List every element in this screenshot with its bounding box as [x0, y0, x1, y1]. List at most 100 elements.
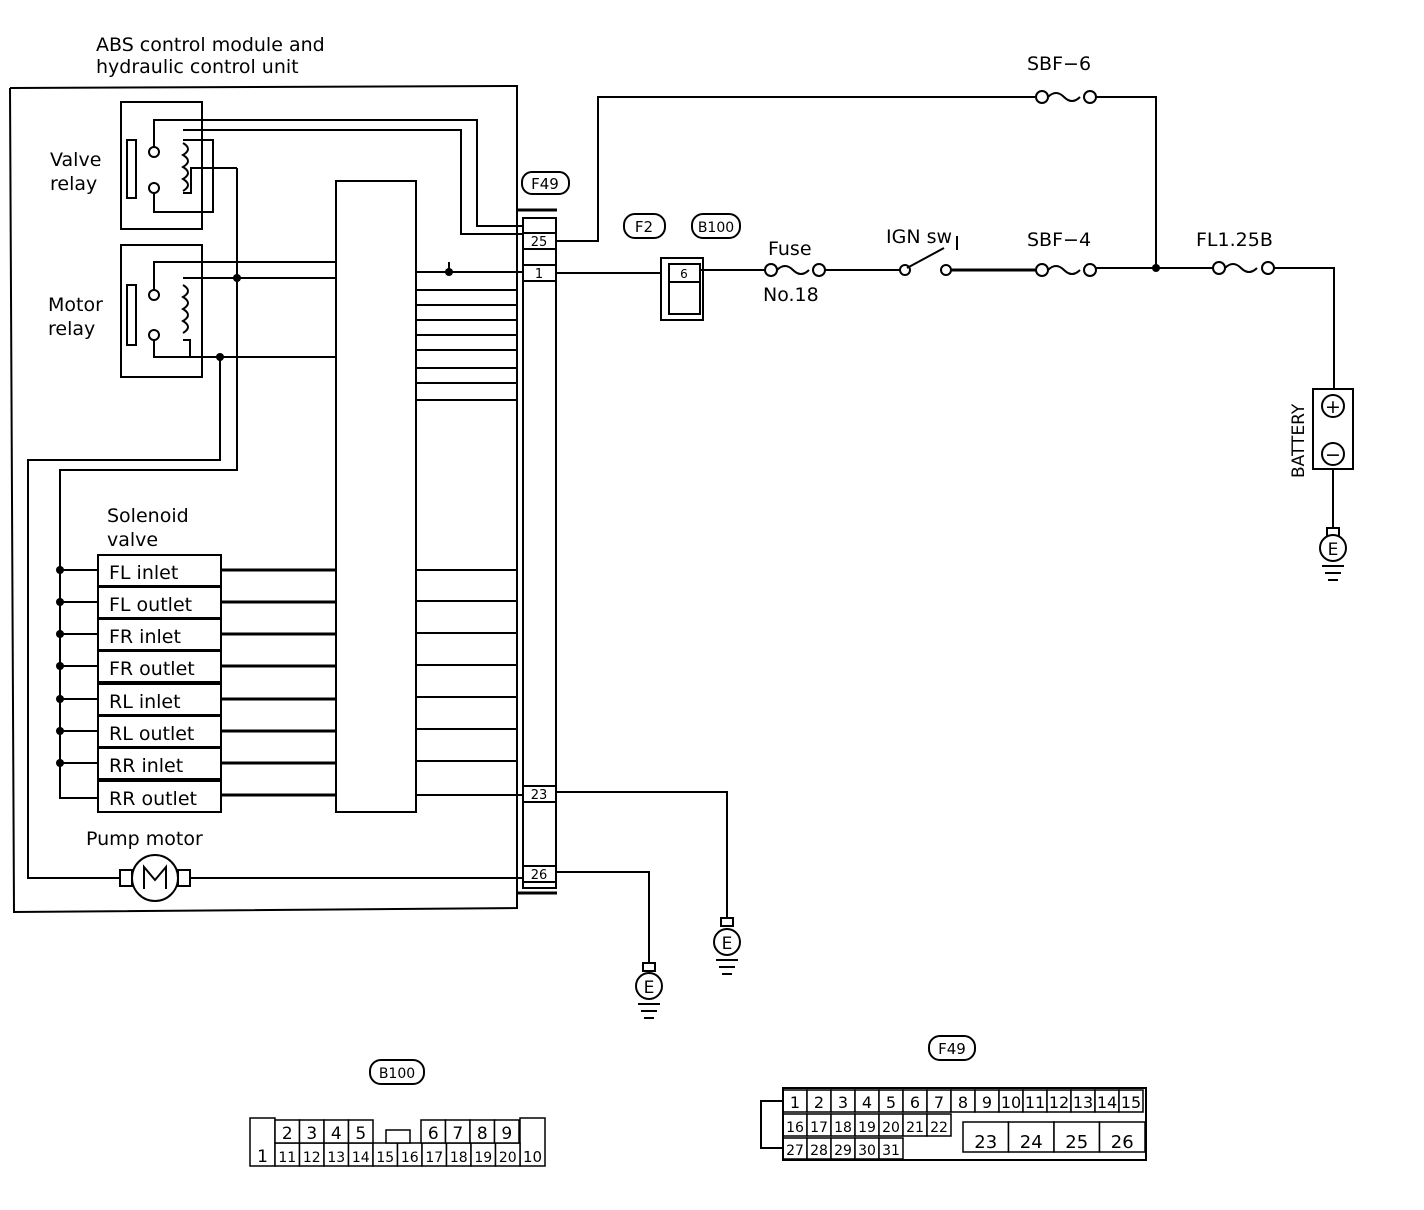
b100-pin-cell-label: 12: [303, 1150, 321, 1166]
f2-callout-badge: [623, 213, 666, 239]
battery-plus-sign: +: [1325, 396, 1341, 418]
junction-dot: [56, 695, 64, 703]
ign-switch-terminal-right: [940, 264, 952, 276]
wire-motor-relay-coil-return: [183, 339, 191, 357]
junction-dot: [56, 598, 64, 606]
f2-callout-label: F2: [635, 218, 653, 236]
ign-switch-label: IGN sw: [886, 226, 952, 248]
b100-pin-cell: [519, 1117, 546, 1167]
ground-label: E: [722, 934, 733, 954]
b100-pin-cell-label: 8: [477, 1124, 488, 1144]
f49-pin-cell-label: 29: [834, 1143, 852, 1159]
f49-pin-cell-label: 17: [810, 1120, 828, 1136]
f49-pin-cell-label: 30: [858, 1143, 876, 1159]
b100-pin-cell: [347, 1119, 374, 1144]
f49-latch: [760, 1100, 783, 1149]
sbf6-terminal-left: [1035, 90, 1049, 104]
b100-pin-cell-label: 18: [450, 1150, 468, 1166]
f49-pin-cell-label: 15: [1121, 1093, 1141, 1112]
f49-pin-cell-label: 7: [934, 1093, 944, 1112]
fl125b-fuse-icon: [1224, 263, 1258, 273]
junction-dot: [216, 353, 224, 361]
solenoid-label-line1: Solenoid: [107, 505, 189, 527]
f49-pin-cell-label: 16: [786, 1120, 804, 1136]
battery-minus-sign: −: [1325, 444, 1341, 466]
f49-pin-cell-label: 3: [838, 1093, 848, 1112]
f49-pin-cell-label: 2: [814, 1093, 824, 1112]
f49-callout-badge: [521, 171, 570, 195]
ground-icon: [635, 972, 663, 1000]
b100-callout-badge: [691, 213, 741, 239]
pump-motor-icon: [131, 854, 179, 902]
control-module-block: [335, 180, 417, 813]
f49-pin-25-label: 25: [531, 235, 548, 250]
f49-pin-cell-label: 28: [810, 1143, 828, 1159]
valve-relay-label-line1: Valve: [50, 149, 101, 171]
f49-pin-cell-23: [522, 785, 557, 803]
f49-strip-body: [522, 217, 557, 889]
junction-dot: [1152, 264, 1160, 272]
f49-pin-cell-label: 23: [974, 1132, 997, 1153]
module-title-line2: hydraulic control unit: [96, 56, 299, 78]
f49-pin-cell-label: 12: [1049, 1093, 1069, 1112]
b100-pin-6-label: 6: [680, 267, 688, 281]
junction-dot: [56, 662, 64, 670]
wire-motor-relay-top: [153, 261, 415, 290]
f49-pin-cell-label: 11: [1025, 1093, 1045, 1112]
ign-switch-lever-icon: [906, 247, 945, 269]
b100-pin-cell: [493, 1119, 520, 1144]
wire-motor-relay-bottom: [153, 340, 415, 358]
f49-pin-cell-label: 22: [930, 1120, 948, 1136]
b100-face-badge: [369, 1059, 425, 1085]
sbf6-label: SBF−6: [1027, 53, 1091, 75]
module-outline: [9, 84, 518, 914]
ground-lug-icon: [642, 962, 656, 972]
wire-sbf6-return: [1096, 96, 1157, 268]
ground-icon: [713, 928, 741, 956]
f49-pin-23-label: 23: [531, 788, 548, 803]
solenoid-label: FR outlet: [109, 658, 195, 680]
solenoid-label: FL outlet: [109, 594, 192, 616]
b100-pin-cell-label: 3: [306, 1124, 317, 1144]
b100-pin-cell-label: 16: [401, 1150, 419, 1166]
b100-pin-cell-label: 6: [428, 1124, 439, 1144]
sbf4-fuse-icon: [1047, 265, 1081, 275]
solenoid-label: FL inlet: [109, 562, 178, 584]
f49-pin-26-label: 26: [531, 868, 548, 883]
solenoid-label: FR inlet: [109, 626, 181, 648]
motor-relay-terminal-bottom: [148, 329, 160, 341]
b100-pin-cell-label: 20: [499, 1150, 517, 1166]
f49-pin-cell: [1007, 1121, 1055, 1153]
f49-pin-cell-label: 8: [958, 1093, 968, 1112]
sbf4-terminal-right: [1083, 263, 1097, 277]
fuse18-terminal-right: [812, 263, 826, 277]
junction-dot: [233, 274, 241, 282]
f49-pin-cell: [1053, 1121, 1101, 1153]
f49-pin-cell-label: 6: [910, 1093, 920, 1112]
module-title-line1: ABS control module and: [96, 34, 325, 56]
pump-motor-end-left: [119, 869, 133, 887]
f49-pin-cell-label: 1: [790, 1093, 800, 1112]
motor-relay-label-line1: Motor: [48, 294, 103, 316]
solenoid-label-line2: valve: [107, 529, 158, 551]
b100-key-slot: [385, 1129, 411, 1144]
f49-pin-cell-label: 21: [906, 1120, 924, 1136]
f49-pin-cell-label: 31: [882, 1143, 900, 1159]
power-supply: SBF−6 F2 B100 6 Fuse No.18 IGN sw SBF−4: [556, 53, 1354, 581]
f49-pin-cell-label: 4: [862, 1093, 872, 1112]
b100-pin-cell-label: 11: [278, 1150, 296, 1166]
f49-grounds: E E: [556, 791, 741, 1019]
b100-pin-cell-label: 9: [501, 1124, 512, 1144]
junction-dot: [56, 566, 64, 574]
fl125b-label: FL1.25B: [1196, 229, 1273, 251]
battery-minus-terminal-icon: [1321, 442, 1345, 466]
f49-pin-cell: [926, 1113, 952, 1137]
f49-pin-cell: [1118, 1089, 1144, 1113]
wire-fl125b-to-battery: [1274, 267, 1335, 389]
wire-pin26-to-ground: [556, 871, 650, 963]
pump-motor-label: Pump motor: [86, 828, 203, 850]
wire-sbf6-feed: [556, 96, 1035, 242]
f49-pin-cell-label: 26: [1111, 1132, 1134, 1153]
solenoid-label: RL outlet: [109, 723, 194, 745]
